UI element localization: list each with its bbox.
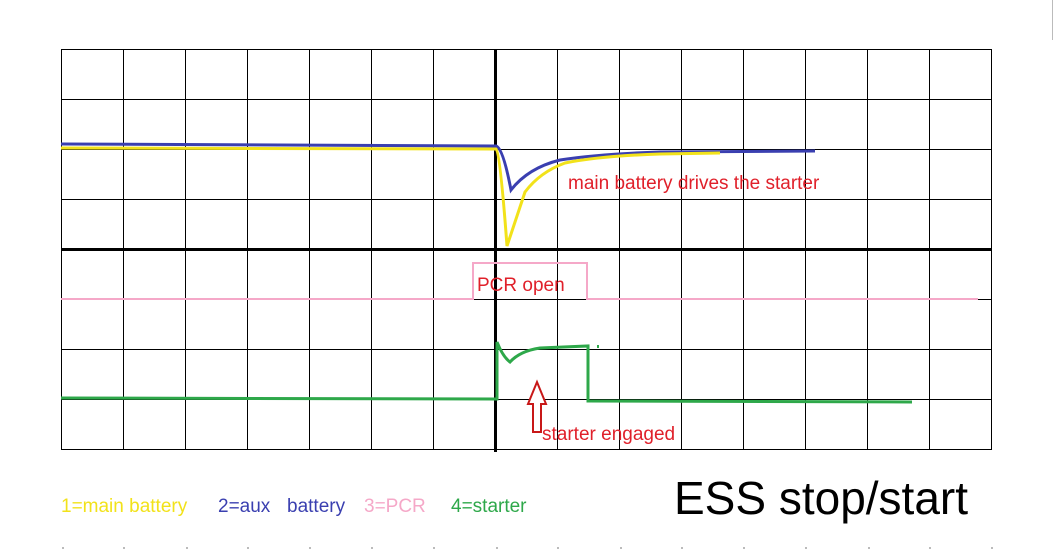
pcr-trace [61, 262, 978, 300]
up-arrow-icon [526, 379, 548, 433]
edge-dots [62, 0, 1053, 549]
legend-item-starter: 4=starter [451, 496, 527, 517]
annotation-pcr-open: PCR open [477, 275, 565, 296]
main-battery-trace [60, 146, 721, 247]
legend: 1=main battery 2=aux battery 3=PCR 4=sta… [61, 496, 527, 517]
legend-item-pcr: 3=PCR [364, 496, 426, 517]
starter-trace [60, 341, 913, 404]
scope-center-axes [61, 49, 992, 452]
annotation-main-drives-starter: main battery drives the starter [568, 173, 820, 194]
legend-item-aux: 2=aux [218, 496, 271, 517]
annotation-starter-engaged: starter engaged [542, 424, 675, 445]
legend-item-aux-battery: battery [287, 496, 346, 517]
diagram-title: ESS stop/start [674, 472, 968, 524]
legend-item-main-battery: 1=main battery [61, 496, 188, 517]
aux-battery-trace [60, 142, 816, 194]
